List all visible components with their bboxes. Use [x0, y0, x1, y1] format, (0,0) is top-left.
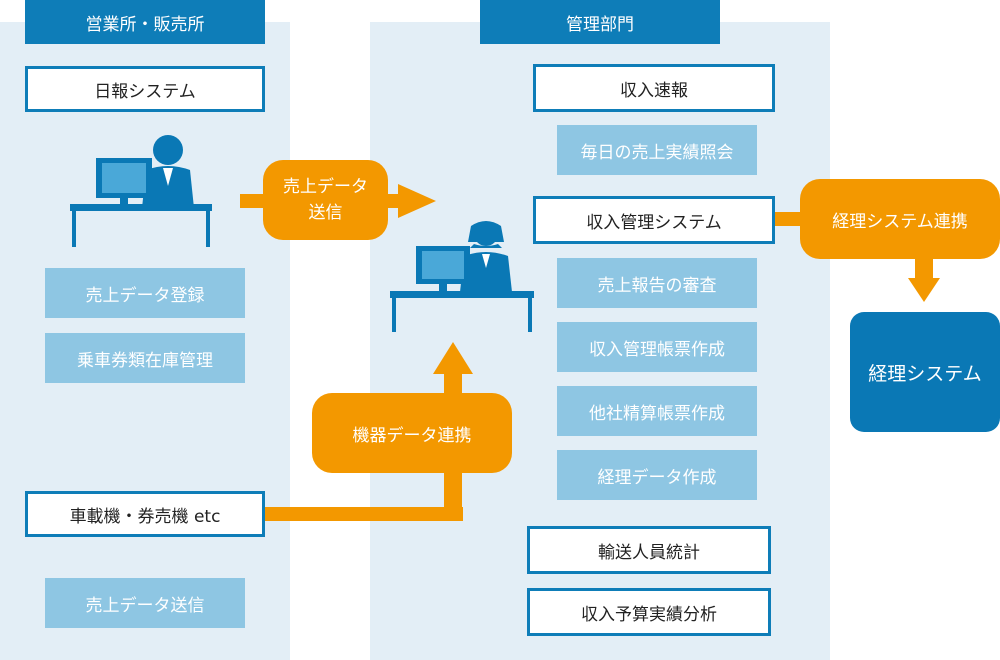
office-worker-female-icon: [390, 221, 534, 332]
device-data-link-label: 機器データ連携: [312, 393, 512, 473]
sales-data-send-label: 売上データ 送信: [263, 160, 388, 240]
management-header: 管理部門: [480, 0, 720, 44]
sales-send-box: 売上データ送信: [45, 578, 245, 628]
budget-analysis-box: 収入予算実績分析: [527, 588, 771, 636]
accounting-system-box: 経理システム: [850, 312, 1000, 432]
accounting-link-label: 経理システム連携: [800, 179, 1000, 259]
accounting-down-arrowhead: [908, 278, 940, 302]
onboard-devices-box: 車載機・券売機 etc: [25, 491, 265, 537]
office-worker-icon: [70, 135, 212, 247]
sales-data-send-line1: 売上データ: [283, 177, 368, 197]
revenue-forms-box: 収入管理帳票作成: [557, 322, 757, 372]
device-link-arrowhead: [433, 342, 473, 374]
sales-send-arrowhead: [398, 184, 436, 218]
sales-report-review-box: 売上報告の審査: [557, 258, 757, 308]
passenger-stats-box: 輸送人員統計: [527, 526, 771, 574]
device-link-arrow-horizontal: [265, 507, 463, 521]
daily-report-box: 日報システム: [25, 66, 265, 112]
sales-data-send-line2: 送信: [308, 203, 343, 223]
ticket-inventory-box: 乗車券類在庫管理: [45, 333, 245, 383]
accounting-data-box: 経理データ作成: [557, 450, 757, 500]
daily-sales-inquiry-box: 毎日の売上実績照会: [557, 125, 757, 175]
revenue-flash-box: 収入速報: [533, 64, 775, 112]
revenue-system-box: 収入管理システム: [533, 196, 775, 244]
sales-registration-box: 売上データ登録: [45, 268, 245, 318]
sales-office-header: 営業所・販売所: [25, 0, 265, 44]
settlement-forms-box: 他社精算帳票作成: [557, 386, 757, 436]
